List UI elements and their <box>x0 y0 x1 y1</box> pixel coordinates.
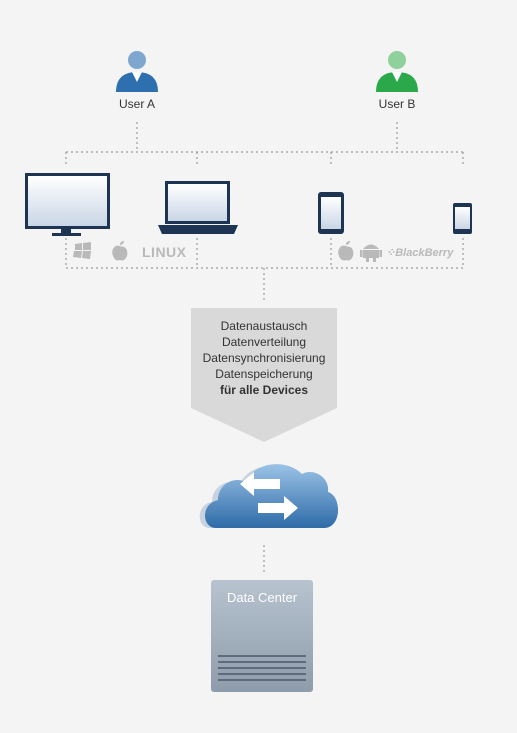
service-line: Datenspeicherung <box>215 367 313 381</box>
apple-icon-mobile <box>338 241 354 261</box>
small-phone-icon <box>453 203 472 234</box>
apple-icon <box>112 241 128 261</box>
linux-label: LINUX <box>142 244 187 260</box>
cloud-sync-icon <box>199 464 339 528</box>
service-line: Datensynchronisierung <box>202 351 326 365</box>
services-arrow-box <box>191 308 337 442</box>
blackberry-label: ⁘BlackBerry <box>386 247 454 259</box>
service-line: Datenaustausch <box>220 319 308 333</box>
services-text: Datenaustausch Datenverteilung Datensync… <box>191 318 337 398</box>
user-b-icon <box>376 51 418 92</box>
laptop-icon <box>158 181 238 234</box>
datacenter-label: Data Center <box>226 590 298 605</box>
user-a-label: User A <box>118 97 155 111</box>
phone-icon <box>318 192 344 234</box>
windows-icon <box>73 242 91 259</box>
service-line: Datenverteilung <box>221 335 307 349</box>
service-emphasis: für alle Devices <box>219 383 309 397</box>
monitor-icon <box>25 173 110 236</box>
connector-lines <box>65 122 464 575</box>
user-a-icon <box>116 51 158 92</box>
datacenter-icon <box>211 580 313 692</box>
user-b-label: User B <box>378 97 416 111</box>
android-icon <box>360 244 382 262</box>
